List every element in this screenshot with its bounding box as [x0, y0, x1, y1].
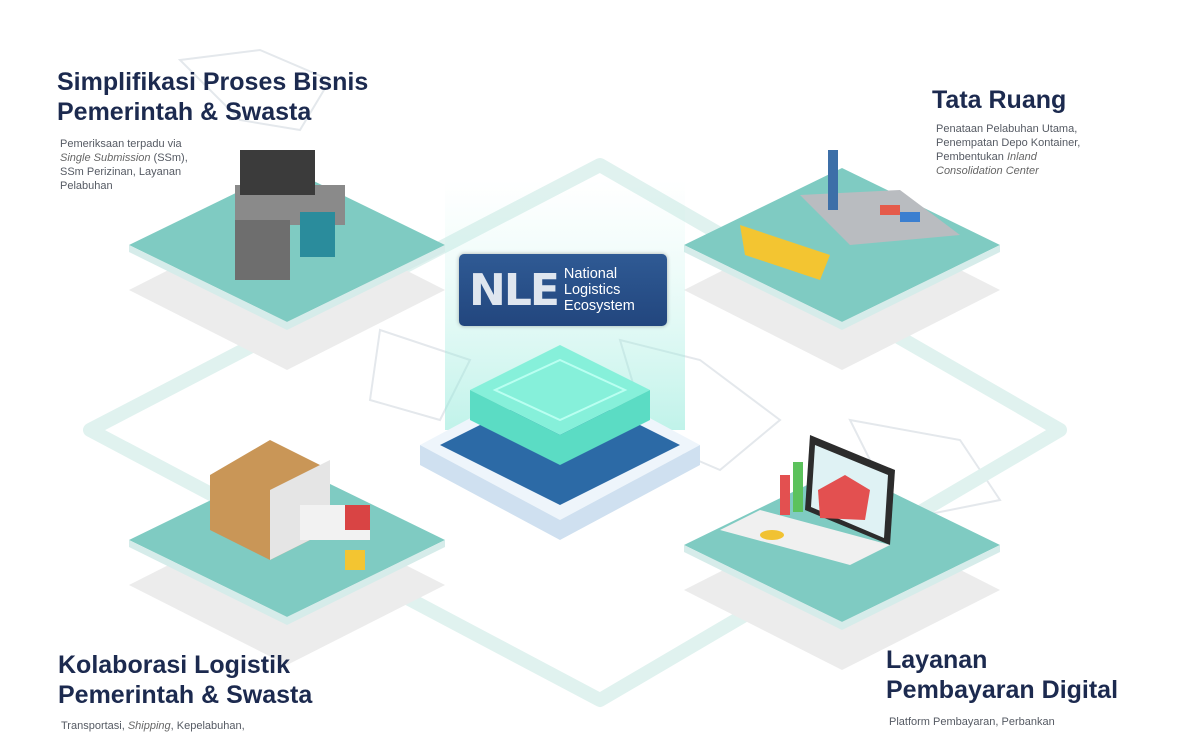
logo-line-3: Ecosystem: [563, 298, 635, 314]
section-title-kolaborasi: Kolaborasi Logistik Pemerintah & Swasta: [58, 650, 312, 710]
title-line: Layanan: [886, 646, 988, 674]
desc-text: , Kepelabuhan,: [170, 720, 245, 732]
section-desc-tata-ruang: Penataan Pelabuhan Utama, Penempatan Dep…: [936, 122, 1080, 178]
nle-logo-mark: NLE: [469, 264, 560, 316]
section-title-layanan: Layanan Pembayaran Digital: [886, 645, 1118, 705]
section-desc-simplifikasi: Pemeriksaan terpadu via Single Submissio…: [60, 137, 188, 193]
desc-text: Penempatan Depo Kontainer,: [936, 137, 1081, 149]
title-line: Pembayaran Digital: [886, 676, 1119, 704]
section-title-tata-ruang: Tata Ruang: [932, 86, 1067, 114]
title-line: Pemerintah & Swasta: [57, 98, 312, 126]
desc-text: Pembentukan: [936, 151, 1007, 163]
logo-line-1: National: [563, 266, 618, 282]
section-desc-kolaborasi: Transportasi, Shipping, Kepelabuhan,: [61, 719, 245, 733]
desc-text: Shipping: [127, 720, 171, 732]
tile-bottom-left: [129, 440, 445, 665]
section-desc-layanan: Platform Pembayaran, Perbankan: [889, 716, 1055, 728]
tile-bottom-right: [684, 435, 1000, 670]
desc-text: SSm Perizinan, Layanan: [60, 166, 182, 178]
desc-text: Single Submission: [60, 152, 151, 164]
title-line: Simplifikasi Proses Bisnis: [57, 68, 369, 96]
desc-text: (SSm),: [150, 152, 188, 164]
tile-top-left: [129, 150, 445, 370]
desc-text: Inland: [1006, 151, 1037, 163]
title-line: Kolaborasi Logistik: [58, 651, 290, 679]
central-chip: [420, 180, 700, 540]
tile-top-right: [684, 150, 1000, 370]
logo-line-2: Logistics: [563, 282, 621, 298]
desc-text: Consolidation Center: [936, 165, 1039, 177]
desc-text: Transportasi,: [61, 720, 128, 732]
desc-text: Pelabuhan: [60, 180, 113, 192]
nle-logo: NLE National Logistics Ecosystem: [459, 254, 667, 326]
desc-text: Penataan Pelabuhan Utama,: [936, 123, 1078, 135]
section-title-simplifikasi: Simplifikasi Proses Bisnis Pemerintah & …: [57, 67, 368, 127]
desc-text: Pemeriksaan terpadu via: [60, 138, 182, 150]
title-line: Pemerintah & Swasta: [58, 681, 313, 709]
